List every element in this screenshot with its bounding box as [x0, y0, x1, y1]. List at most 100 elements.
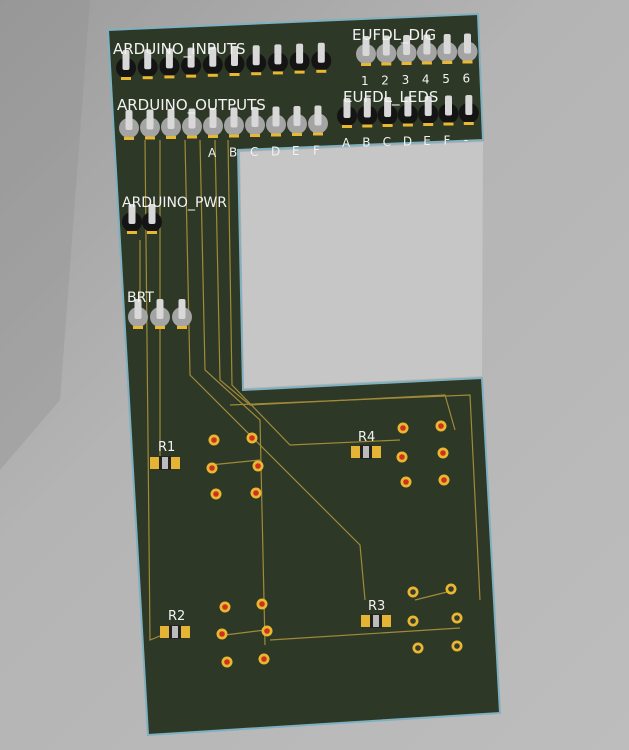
- arduino_inputs-pin-solder: [229, 73, 240, 76]
- arduino_inputs-pin-solder: [186, 74, 197, 78]
- arduino_inputs-pin: [122, 50, 130, 70]
- trace: [214, 139, 456, 431]
- brt-pin: [178, 299, 186, 319]
- pad-hole: [410, 618, 416, 624]
- arduino_outputs-pin-solder: [313, 132, 323, 136]
- eufdl_dig-pin-label: 4: [422, 73, 430, 87]
- arduino_pwr-pin-solder: [147, 231, 157, 234]
- arduino_outputs-pin-label: D: [271, 145, 280, 159]
- arduino_inputs-pin: [231, 46, 238, 66]
- arduino_pwr-pin: [128, 204, 136, 224]
- pad-hole: [219, 631, 225, 637]
- eufdl_dig-pin: [443, 34, 451, 54]
- pad-hole: [213, 491, 219, 497]
- eufdl_leds-pin-label: A: [342, 136, 351, 150]
- pad-hole: [209, 465, 215, 471]
- eufdl_dig-pin: [403, 35, 411, 55]
- pad-hole: [399, 454, 405, 460]
- pad-hole: [448, 586, 454, 592]
- pad-hole: [259, 601, 265, 607]
- brt-pin: [156, 299, 164, 319]
- eufdl_dig-pin: [464, 33, 471, 54]
- arduino_inputs-pin-solder: [207, 73, 218, 77]
- eufdl_leds-pin-label: C: [383, 135, 391, 149]
- arduino_outputs-pin: [125, 110, 133, 130]
- pad-hole: [403, 479, 409, 485]
- eufdl_dig-pin-solder: [381, 62, 392, 66]
- arduino_outputs-pin-solder: [187, 135, 197, 139]
- eufdl_leds-pin: [445, 95, 452, 116]
- arduino_outputs-pin: [314, 105, 322, 126]
- eufdl_leds-pin-solder: [423, 123, 434, 126]
- label-arduino-pwr: ARDUINO_PWR: [122, 195, 227, 211]
- label-r2: R2: [168, 609, 185, 624]
- resistors: [150, 445, 391, 639]
- arduino_outputs-pin-label: E: [292, 144, 300, 158]
- eufdl_leds-pin: [384, 97, 392, 117]
- eufdl_leds-pin: [363, 97, 371, 118]
- eufdl_dig-pin-solder: [421, 61, 432, 65]
- trace: [209, 459, 261, 466]
- eufdl_leds-pin: [424, 96, 432, 116]
- pad-hole: [400, 425, 406, 431]
- eufdl_dig-pin-solder: [442, 61, 453, 64]
- pad-hole: [264, 628, 270, 634]
- arduino_outputs-pin: [272, 106, 280, 127]
- pad-hole: [222, 604, 228, 610]
- pad-hole: [211, 437, 217, 443]
- brt-pin: [134, 299, 142, 319]
- label-arduino-outputs: ARDUINO_OUTPUTS: [117, 96, 266, 115]
- pad-hole: [261, 656, 267, 662]
- eufdl_leds-pin-solder: [362, 124, 373, 128]
- arduino_outputs-pin-label: F: [313, 144, 320, 158]
- eufdl_leds-pin-solder: [402, 123, 413, 127]
- pads: [206, 420, 463, 668]
- eufdl_dig-pin: [423, 34, 431, 55]
- arduino_inputs-pin-solder: [121, 77, 131, 80]
- trace: [227, 139, 401, 446]
- arduino_inputs-pin: [296, 43, 304, 64]
- board-shadow: [0, 0, 90, 470]
- arduino_pwr-pin-solder: [127, 231, 137, 234]
- smd-resistor-marking: [363, 446, 369, 458]
- eufdl_leds-pin-solder: [342, 125, 352, 128]
- eufdl_dig-pin-label: 3: [402, 73, 410, 87]
- eufdl_dig-pin-label: 6: [463, 72, 471, 86]
- smd-resistor-marking: [162, 457, 168, 469]
- brt-pin-solder: [177, 326, 187, 329]
- eufdl_leds-pin: [465, 95, 473, 115]
- label-brt: BRT: [127, 290, 154, 306]
- label-eufdl-dig: EUFDL_DIG: [352, 26, 436, 45]
- pad-hole: [454, 615, 460, 621]
- pad-hole: [253, 490, 259, 496]
- eufdl_dig-pin: [362, 36, 370, 56]
- pad-hole: [255, 463, 261, 469]
- eufdl_dig-pin-solder: [462, 60, 473, 64]
- arduino_outputs-pin: [209, 108, 217, 128]
- arduino_inputs-pin-solder: [164, 75, 175, 79]
- pad-hole: [440, 450, 446, 456]
- arduino_inputs-pin: [317, 42, 325, 63]
- arduino_outputs-pin: [167, 109, 175, 129]
- pin-headers: [116, 33, 479, 329]
- eufdl_leds-pin-solder: [463, 122, 474, 125]
- pad-hole: [249, 435, 255, 441]
- arduino_inputs-pin-solder: [294, 70, 305, 74]
- smd-resistor-marking: [172, 626, 178, 638]
- eufdl_dig-pin: [382, 35, 390, 56]
- arduino_outputs-pin-label: C: [250, 145, 258, 159]
- eufdl_leds-pin-label: -: [464, 133, 468, 147]
- eufdl_leds-pin-label: B: [362, 136, 370, 150]
- label-arduino-inputs: ARDUINO_INPUTS: [113, 40, 246, 59]
- arduino_inputs-pin: [144, 49, 152, 70]
- arduino_outputs-pin-solder: [208, 135, 218, 138]
- pad-hole: [224, 659, 230, 665]
- arduino_inputs-pin-solder: [272, 71, 283, 75]
- arduino_outputs-pin: [293, 106, 301, 126]
- arduino_outputs-pin-solder: [124, 137, 134, 140]
- arduino_outputs-pin: [230, 107, 238, 128]
- pad-hole: [454, 643, 460, 649]
- arduino_outputs-pin-solder: [229, 134, 239, 138]
- eufdl_dig-pin-solder: [361, 63, 371, 66]
